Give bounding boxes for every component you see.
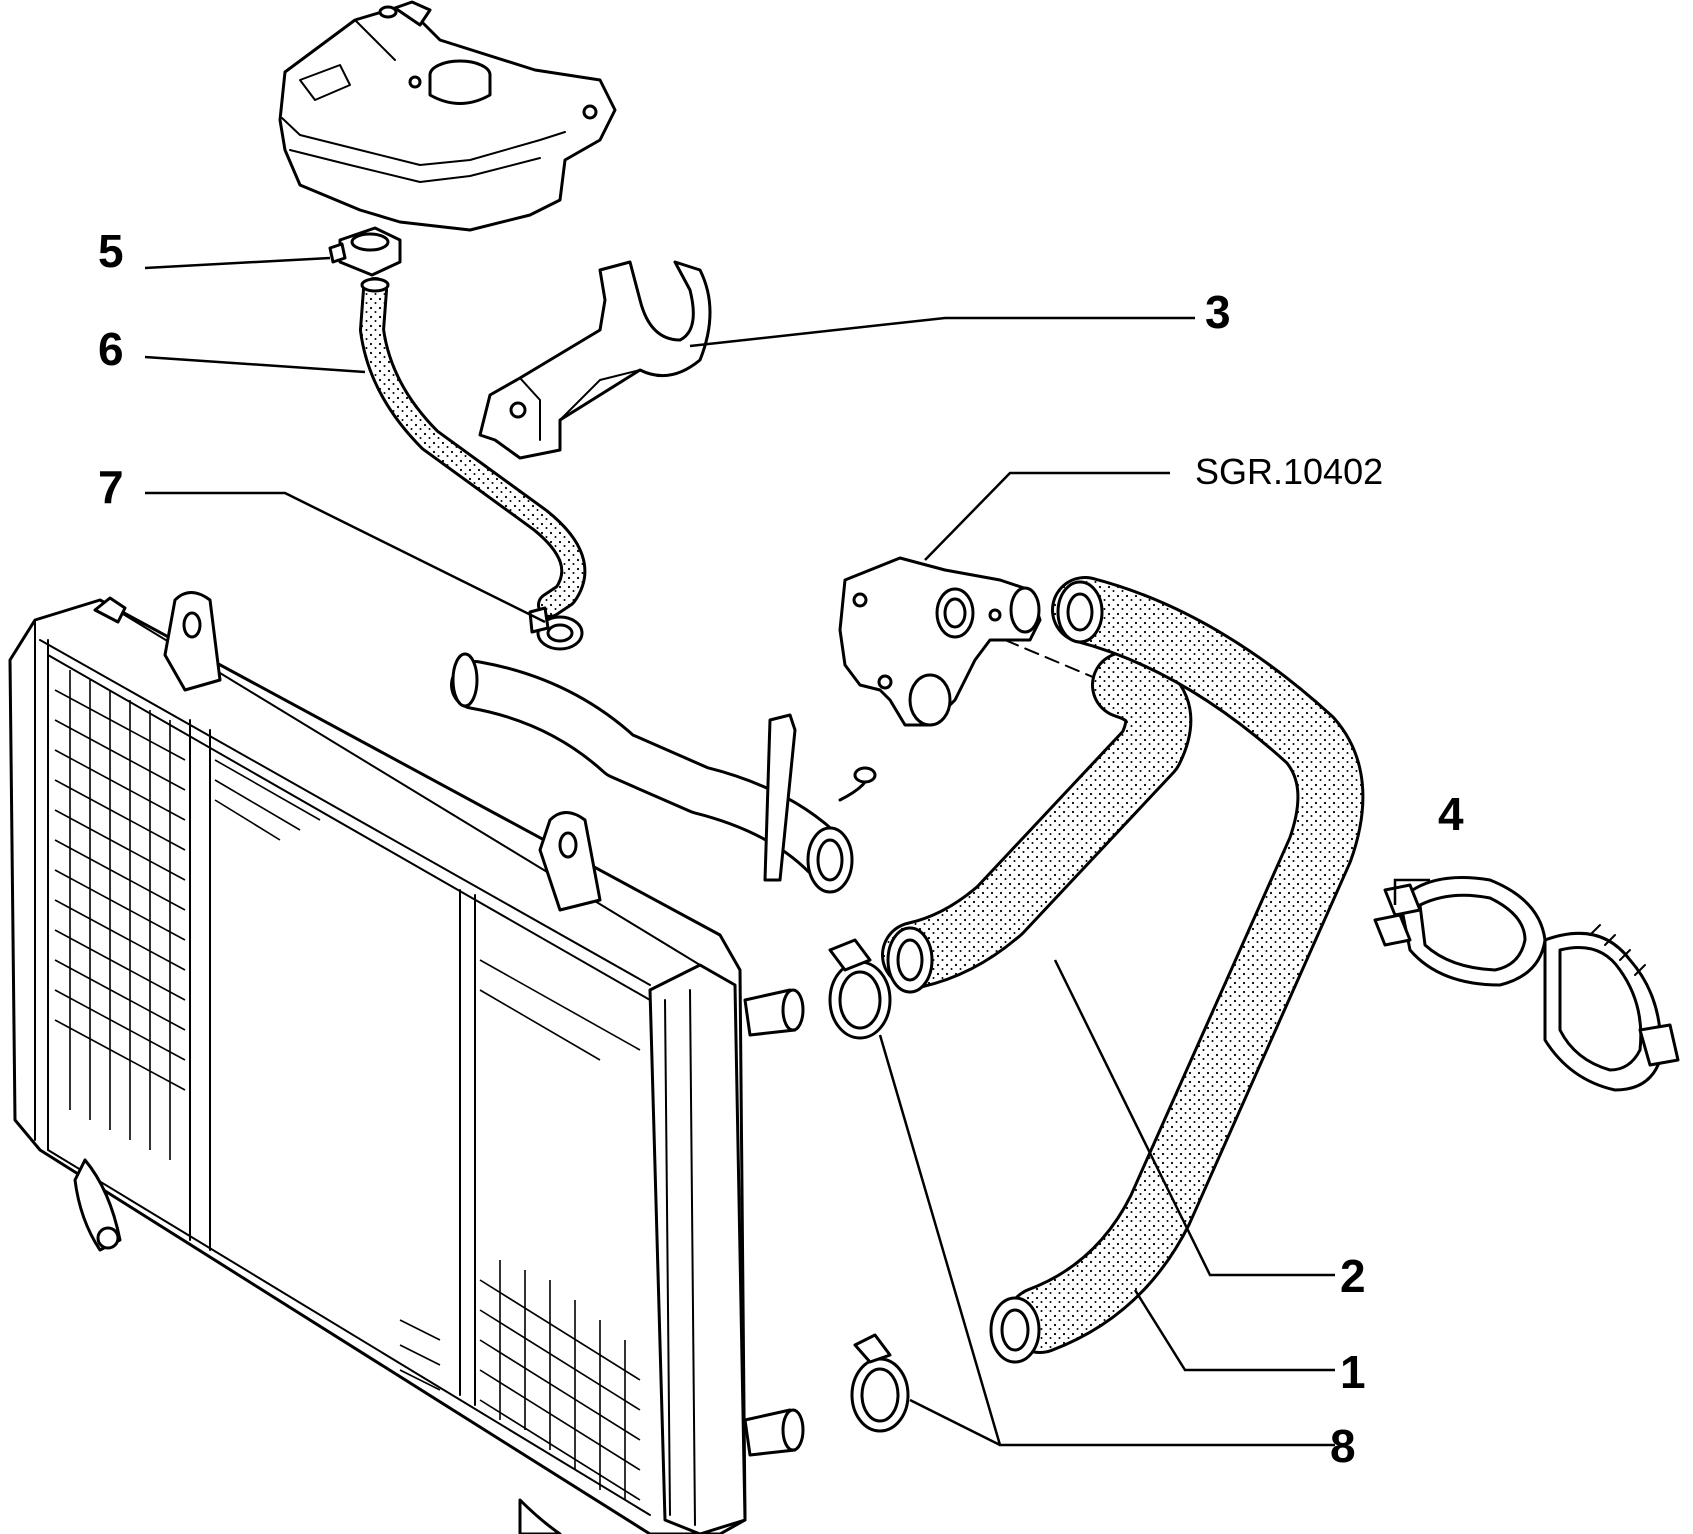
callout-4: 4 [1438,788,1464,840]
radiator-core-hatch [54,670,641,1501]
clamps-8 [828,938,910,1433]
bracket-3 [478,260,712,460]
callout-3: 3 [1205,286,1231,338]
callout-labels: 5 6 7 3 4 2 1 8 SGR.10402 [98,225,1464,1472]
leader-lines [144,256,1430,1447]
callout-5: 5 [98,225,124,277]
clamp-4 [1373,876,1680,1092]
callout-2: 2 [1340,1250,1366,1302]
expansion-tank [278,0,617,232]
reference-code: SGR.10402 [1195,451,1383,492]
callout-8: 8 [1330,1420,1356,1472]
coolant-pipe-7 [450,606,877,894]
callout-1: 1 [1340,1346,1366,1398]
callout-7: 7 [98,461,124,513]
hose-1 [989,576,1365,1364]
hose-6 [359,277,587,618]
thermostat-housing [838,556,1101,727]
clamp-5 [328,226,402,277]
callout-6: 6 [98,323,124,375]
radiator [8,591,805,1534]
hose-2 [881,651,1193,994]
